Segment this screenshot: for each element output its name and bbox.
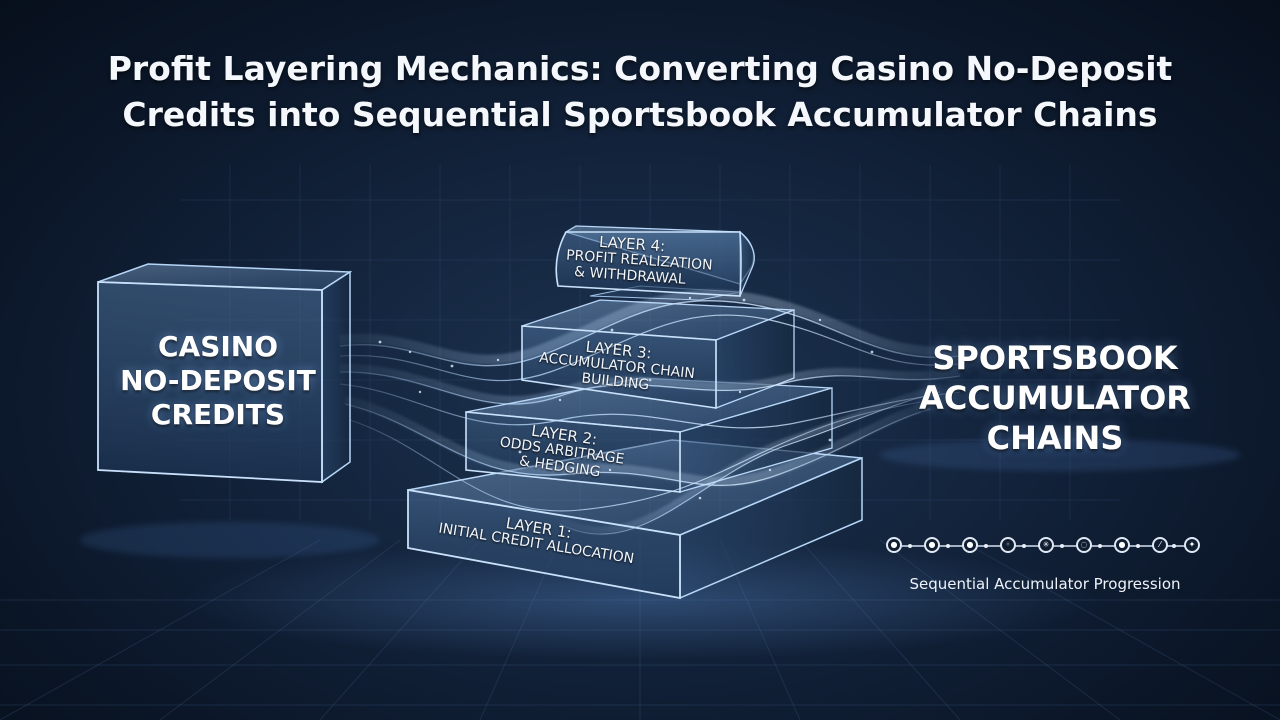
sportsbook-label-line-3: CHAINS [986, 419, 1124, 457]
soccer-ball-icon: ● [924, 537, 940, 553]
tennis-racket-icon: ◦ [1000, 537, 1016, 553]
stream-particles [378, 296, 874, 500]
soccer-ball-icon: ● [886, 537, 902, 553]
casino-label-line-3: CREDITS [150, 398, 286, 431]
diagram-title: Profit Layering Mechanics: Converting Ca… [40, 46, 1240, 138]
sportsbook-label-line-2: ACCUMULATOR [919, 379, 1191, 417]
progression-caption: Sequential Accumulator Progression [909, 575, 1181, 593]
progression-chain: ● ● ● ◦ ✳ ◌ ● ⁄ ✦ [886, 532, 1206, 560]
chain-link-dot [908, 544, 912, 548]
trophy-icon: ✦ [1184, 537, 1200, 553]
layer-4-label: LAYER 4: PROFIT REALIZATION & WITHDRAWAL [564, 232, 713, 289]
layer-4-block [555, 225, 755, 301]
chain-link-dot [984, 544, 988, 548]
soccer-ball-icon: ● [1114, 537, 1130, 553]
baseball-icon: ◌ [1076, 537, 1092, 553]
casino-label-line-2: NO-DEPOSIT [120, 364, 316, 397]
casino-credits-box [97, 263, 353, 484]
chain-link-dot [1098, 544, 1102, 548]
title-line-2: Credits into Sequential Sportsbook Accum… [122, 95, 1158, 134]
title-line-1: Profit Layering Mechanics: Converting Ca… [107, 49, 1173, 88]
chain-link-dot [946, 544, 950, 548]
chain-link-dot [1136, 544, 1140, 548]
sportsbook-chains-label: SPORTSBOOK ACCUMULATOR CHAINS [900, 338, 1210, 458]
casino-credits-label: CASINO NO-DEPOSIT CREDITS [118, 330, 318, 432]
chain-link-dot [1022, 544, 1026, 548]
soccer-ball-icon: ● [962, 537, 978, 553]
sportsbook-label-line-1: SPORTSBOOK [932, 339, 1178, 377]
casino-label-line-1: CASINO [157, 330, 279, 363]
chain-link-dot [1172, 544, 1176, 548]
tennis-racket-icon: ⁄ [1152, 537, 1168, 553]
data-streams [339, 289, 961, 535]
basketball-icon: ✳ [1038, 537, 1054, 553]
chain-link-dot [1060, 544, 1064, 548]
